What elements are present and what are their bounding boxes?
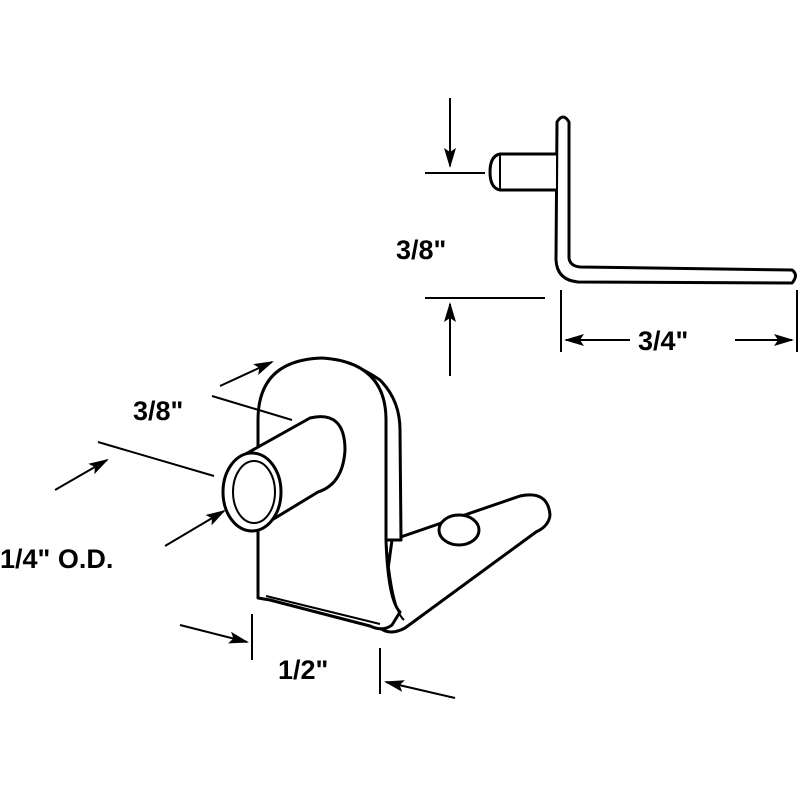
side-height-label: 3/8": [396, 235, 446, 265]
side-length-label: 3/4": [638, 326, 688, 356]
width-label: 1/2": [278, 655, 328, 685]
iso-bracket: [221, 356, 552, 634]
side-view-bracket: [488, 115, 797, 285]
side-view-dimensions: [425, 98, 798, 376]
pin-length-label: 3/8": [133, 396, 183, 426]
pin-diameter-label: 1/4" O.D.: [0, 544, 113, 574]
iso-dimensions: [54, 361, 456, 699]
